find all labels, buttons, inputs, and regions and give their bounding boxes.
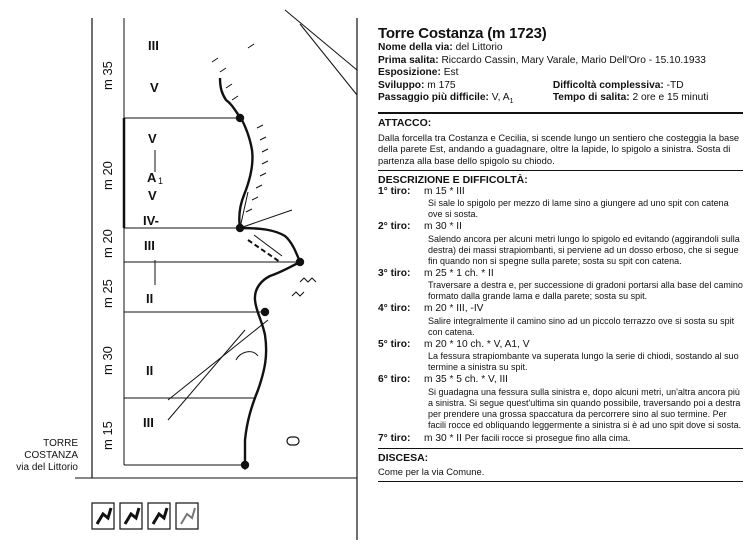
first-ascent-label: Prima salita: bbox=[378, 54, 439, 66]
pitch-1: 1° tiro: m 15 * III Si sale lo spigolo pe… bbox=[378, 186, 743, 220]
rock-detail-lines bbox=[167, 9, 358, 470]
piton-marks bbox=[211, 43, 317, 297]
development-label: Sviluppo: bbox=[378, 79, 425, 91]
pitch-label: 5° tiro: bbox=[378, 338, 411, 350]
pitch-summary: m 15 * III bbox=[424, 186, 465, 198]
pitch-text: La fessura strapiombante va superata lun… bbox=[428, 351, 739, 373]
pitch-label: 6° tiro: bbox=[378, 374, 411, 386]
pitch-summary: m 25 * 1 ch. * II bbox=[424, 267, 494, 279]
length-label-6: m 15 bbox=[100, 421, 115, 450]
first-ascent-value: Riccardo Cassin, Mary Varale, Mario Dell… bbox=[441, 54, 706, 66]
section-divider bbox=[378, 480, 743, 482]
info-exposure: Esposizione: Est bbox=[378, 67, 743, 79]
approach-text: Dalla forcella tra Costanza e Cecilia, s… bbox=[378, 131, 740, 167]
caption-line-3: via del Littorio bbox=[16, 462, 78, 473]
pitch-label: 4° tiro: bbox=[378, 303, 411, 315]
grade-label-top: III bbox=[148, 38, 159, 53]
pitch-summary: m 30 * II bbox=[424, 432, 462, 444]
route-name-label: Nome della via: bbox=[378, 42, 453, 54]
difficulty-label: Difficoltà complessiva: bbox=[552, 79, 664, 91]
belay-stations bbox=[235, 113, 305, 470]
pitch-label: 7° tiro: bbox=[378, 432, 411, 444]
page-title: Torre Costanza (m 1723) bbox=[378, 25, 547, 42]
grade-label-a-sub: 1 bbox=[158, 176, 163, 186]
length-label-3: m 20 bbox=[100, 229, 115, 258]
route-name-value: del Littorio bbox=[455, 42, 503, 54]
grade-label-v2: V bbox=[148, 131, 157, 146]
pitch-5: 5° tiro: m 20 * 10 ch. * V, A1, V La fess… bbox=[378, 339, 743, 373]
pitch-text: Salire integralmente il camino sino ad u… bbox=[428, 315, 735, 337]
grade-label-iii-bottom: III bbox=[143, 415, 154, 430]
length-label-5: m 30 bbox=[100, 346, 115, 375]
pitch-summary: m 20 * III, -IV bbox=[424, 303, 484, 315]
spit-symbol-icon bbox=[286, 436, 300, 446]
section-divider bbox=[378, 112, 743, 115]
descent-heading: DISCESA: bbox=[378, 451, 429, 464]
pitch-text: Si guadagna una fessura sulla sinistra e… bbox=[428, 386, 742, 430]
climber-icon-4 bbox=[175, 502, 199, 530]
caption-line-1: TORRE bbox=[43, 438, 78, 449]
exposure-label: Esposizione: bbox=[378, 67, 441, 79]
pitch-3: 3° tiro: m 25 * 1 ch. * II Traversare a d… bbox=[378, 268, 743, 302]
time-value: 2 ore e 15 minuti bbox=[632, 92, 709, 104]
grade-label-a: A bbox=[147, 170, 157, 185]
pitch-summary: m 30 * II bbox=[424, 221, 462, 233]
pitch-text: Traversare a destra e, per successione d… bbox=[428, 280, 743, 302]
hardest-sub: 1 bbox=[509, 98, 514, 106]
grade-label-iii: III bbox=[144, 238, 155, 253]
pitch-text: Per facili rocce si prosegue fino alla c… bbox=[464, 432, 631, 443]
section-divider bbox=[378, 447, 743, 449]
pitch-summary: m 35 * 5 ch. * V, III bbox=[424, 374, 508, 386]
difficulty-pictograms bbox=[91, 502, 199, 530]
descent-text: Come per la via Comune. bbox=[378, 466, 485, 478]
pitch-label: 2° tiro: bbox=[378, 221, 411, 233]
rock-profile bbox=[218, 77, 302, 465]
pitch-7: 7° tiro: m 30 * II Per facili rocce si pr… bbox=[378, 432, 743, 445]
info-first-ascent: Prima salita: Riccardo Cassin, Mary Vara… bbox=[378, 55, 743, 67]
pitch-4: 4° tiro: m 20 * III, -IV Salire integralm… bbox=[378, 303, 743, 337]
info-route-name: Nome della via: del Littorio bbox=[378, 42, 743, 54]
section-divider bbox=[378, 169, 743, 171]
hardest-label: Passaggio più difficile: bbox=[378, 92, 489, 104]
pitch-2: 2° tiro: m 30 * II Salendo ancora per alc… bbox=[378, 221, 743, 266]
route-topo-diagram: m 35 m 20 m 20 m 25 m 30 m 15 III V V A … bbox=[16, 9, 358, 540]
caption-line-2: COSTANZA bbox=[24, 450, 78, 461]
length-label-1: m 35 bbox=[100, 61, 115, 90]
approach-heading: ATTACCO: bbox=[378, 117, 432, 130]
pitch-separators bbox=[124, 117, 300, 466]
grade-label-v1: V bbox=[150, 80, 159, 95]
pitch-label: 1° tiro: bbox=[378, 186, 411, 198]
pitch-text: Si sale lo spigolo per mezzo di lame sin… bbox=[428, 198, 729, 220]
pitch-summary: m 20 * 10 ch. * V, A1, V bbox=[424, 338, 530, 350]
grade-label-ii: II bbox=[146, 291, 153, 306]
exposure-value: Est bbox=[443, 67, 459, 79]
route-description-panel: Torre Costanza (m 1723) Nome della via: … bbox=[378, 25, 743, 485]
length-label-4: m 25 bbox=[100, 279, 115, 308]
pitch-text: Salendo ancora per alcuni metri lungo lo… bbox=[428, 233, 740, 266]
pitch-label: 3° tiro: bbox=[378, 267, 411, 279]
info-development-difficulty: Sviluppo: m 175 Difficoltà complessiva: … bbox=[378, 80, 743, 92]
pitch-6: 6° tiro: m 35 * 5 ch. * V, III Si guadagn… bbox=[378, 374, 743, 430]
grade-label-v3: V bbox=[148, 188, 157, 203]
length-label-2: m 20 bbox=[100, 161, 115, 190]
grade-label-iv: IV- bbox=[143, 213, 159, 228]
development-value: m 175 bbox=[427, 79, 456, 91]
hardest-value: V, A bbox=[491, 92, 510, 104]
info-hardest-time: Passaggio più difficile: V, A1 Tempo di … bbox=[378, 92, 743, 108]
difficulty-value: -TD bbox=[666, 79, 684, 91]
time-label: Tempo di salita: bbox=[552, 92, 630, 104]
description-heading: DESCRIZIONE E DIFFICOLTÀ: bbox=[378, 173, 528, 186]
grade-label-ii-b: II bbox=[146, 363, 153, 378]
